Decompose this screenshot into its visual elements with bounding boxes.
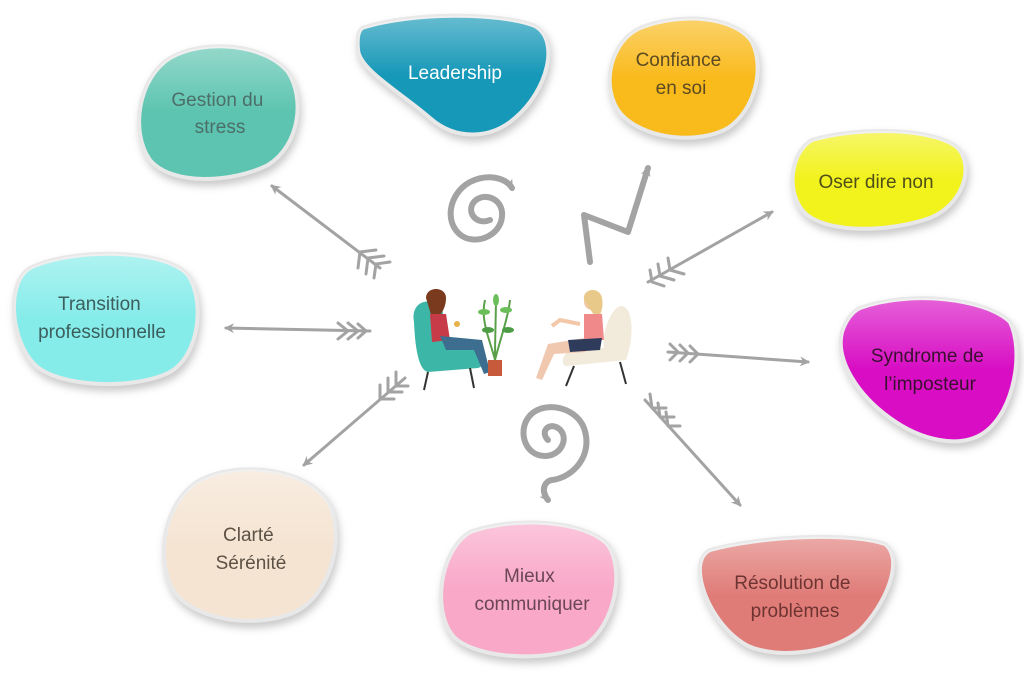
svg-text:Oser dire non: Oser dire non: [818, 172, 933, 193]
topic-label-line: Oser dire non: [818, 172, 933, 193]
client-figure: [426, 289, 490, 374]
topic-syndrome-imposteur: Syndrome de l’imposteur: [838, 296, 1019, 444]
topic-label-line: Mieux: [504, 566, 555, 587]
topic-label-line: stress: [195, 117, 246, 138]
svg-text:Transition professionnel: Transition professionnelle: [38, 294, 166, 343]
svg-text:Leadership: Leadership: [408, 63, 502, 84]
topic-label-line: l’imposteur: [884, 374, 977, 395]
topic-gestion-du-stress: Gestion du stress: [137, 44, 300, 181]
topic-oser-dire-non: Oser dire non: [790, 129, 968, 231]
topic-label-line: professionnelle: [38, 322, 166, 343]
topic-label-line: Sérénité: [216, 553, 287, 574]
arrow-zigzag-to-confiance: [581, 165, 651, 265]
topic-leadership: Leadership: [355, 13, 551, 137]
plant-icon: [478, 294, 514, 376]
arrow-to-resolution: [643, 392, 742, 507]
topic-label-line: Syndrome de: [871, 346, 984, 367]
topic-clarte-serenite: Clarté Sérénité: [161, 467, 338, 623]
topic-label-line: Confiance: [636, 50, 722, 71]
svg-text:Clarté Sérénité: Clarté Sérénité: [216, 525, 287, 574]
arrow-to-oser: [646, 210, 774, 288]
coaching-session-illustration: [413, 289, 632, 391]
svg-text:Mieux communiquer: Mieux communiquer: [474, 566, 590, 615]
topic-label-line: Gestion du: [171, 90, 263, 111]
arrow-to-transition: [224, 321, 372, 341]
topic-label-line: communiquer: [474, 594, 590, 615]
topic-transition-professionnelle: Transition professionnelle: [12, 251, 200, 387]
arrow-to-clarte: [302, 370, 410, 467]
topic-label-line: Clarté: [223, 525, 274, 546]
topic-label-line: en soi: [656, 78, 707, 99]
topic-confiance-en-soi: Confiance en soi: [607, 16, 760, 140]
topic-label-line: Résolution de: [734, 573, 850, 594]
topic-label-line: Leadership: [408, 63, 502, 84]
svg-text:Confiance en soi: Confiance en soi: [636, 50, 727, 99]
topic-label-line: Transition: [58, 294, 141, 315]
coach-figure: [536, 289, 604, 380]
svg-text:Syndrome de l’imposteur: Syndrome de l’imposteur: [871, 346, 989, 395]
topic-resolution-problemes: Résolution de problèmes: [697, 534, 896, 655]
svg-text:Gestion du stress: Gestion du stress: [171, 90, 268, 138]
topic-mieux-communiquer: Mieux communiquer: [439, 520, 619, 659]
arrow-spiral-to-leadership: [447, 174, 515, 243]
arrows: [224, 165, 810, 507]
arrow-to-syndrome: [666, 342, 810, 367]
topic-label-line: problèmes: [751, 601, 840, 622]
arrow-to-stress: [270, 184, 392, 280]
arrow-spiral-to-communiquer: [520, 404, 590, 503]
svg-text:Résolution de problèmes: Résolution de problèmes: [734, 573, 855, 622]
